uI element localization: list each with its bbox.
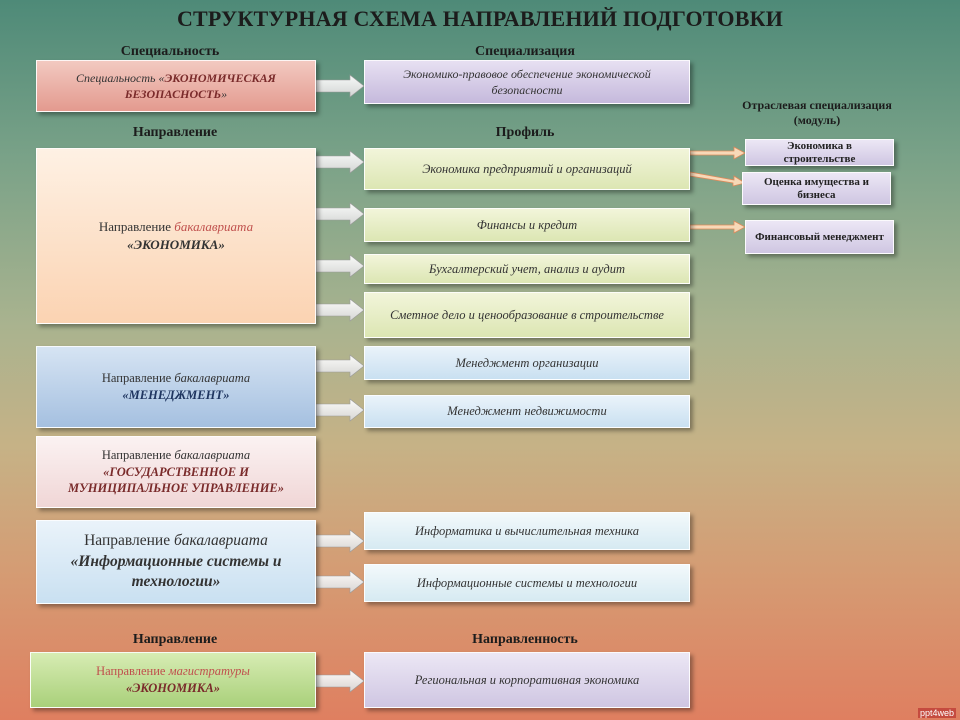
arrow-specialty <box>315 74 365 98</box>
header-orientation: Направленность <box>472 632 578 647</box>
page-title: СТРУКТУРНАЯ СХЕМА НАПРАВЛЕНИЙ ПОДГОТОВКИ <box>176 6 784 31</box>
profile-box: Финансы и кредит <box>364 208 690 242</box>
watermark: ppt4web <box>917 708 956 718</box>
arrow-econ-4 <box>315 298 365 322</box>
header-specialty: Специальность <box>120 44 220 59</box>
direction-name: «ГОСУДАРСТВЕННОЕ И МУНИЦИПАЛЬНОЕ УПРАВЛЕ… <box>67 464 285 496</box>
module-box: Оценка имущества и бизнеса <box>742 172 891 205</box>
arrow-econ-3 <box>315 254 365 278</box>
arrow-mgmt-1 <box>315 354 365 378</box>
specialty-text: Специальность «ЭКОНОМИЧЕСКАЯ БЕЗОПАСНОСТ… <box>45 70 307 102</box>
direction-is-box: Направление бакалавриата «Информационные… <box>36 520 316 604</box>
direction-level: бакалавриата <box>174 219 254 235</box>
specialty-box: Специальность «ЭКОНОМИЧЕСКАЯ БЕЗОПАСНОСТ… <box>36 60 316 112</box>
direction-state-text: Направление бакалавриата «ГОСУДАРСТВЕННО… <box>45 447 307 498</box>
specialty-prefix: Специальность « <box>76 70 165 85</box>
direction-state-box: Направление бакалавриата «ГОСУДАРСТВЕННО… <box>36 436 316 508</box>
arrow-it-2 <box>315 570 365 594</box>
direction-name: «Информационные системы и технологии» <box>70 552 282 591</box>
profile-box: Менеджмент организации <box>364 346 690 380</box>
direction-prefix: Направление <box>101 447 175 462</box>
arrow-module-3 <box>689 220 746 234</box>
direction-economics-box: Направление бакалавриата «ЭКОНОМИКА» <box>36 148 316 324</box>
orientation-box: Региональная и корпоративная экономика <box>364 652 690 708</box>
header-industry-spec: Отраслевая специализация (модуль) <box>722 98 912 128</box>
direction-master-box: Направление магистратуры «ЭКОНОМИКА» <box>30 652 316 708</box>
profile-box: Информационные системы и технологии <box>364 564 690 602</box>
arrow-module-1 <box>689 146 746 160</box>
header-industry-spec-text: Отраслевая специализация <box>742 98 892 112</box>
direction-is-text: Направление бакалавриата «Информационные… <box>45 531 307 594</box>
arrow-econ-2 <box>315 202 365 226</box>
direction-management-text: Направление бакалавриата «МЕНЕДЖМЕНТ» <box>102 370 250 404</box>
direction-level: бакалавриата <box>173 531 268 549</box>
profile-box: Информатика и вычислительная техника <box>364 512 690 550</box>
direction-name: «ЭКОНОМИКА» <box>126 681 220 695</box>
arrow-master <box>315 669 365 693</box>
arrow-mgmt-2 <box>315 398 365 422</box>
header-specialization: Специализация <box>475 44 575 59</box>
direction-level: бакалавриата <box>174 447 251 462</box>
direction-master-text: Направление магистратуры «ЭКОНОМИКА» <box>96 663 250 697</box>
header-direction-master: Направление <box>132 632 218 647</box>
header-profile: Профиль <box>495 125 555 140</box>
header-module-text: (модуль) <box>793 113 841 127</box>
direction-prefix: Направление <box>101 371 175 386</box>
profile-box: Экономика предприятий и организаций <box>364 148 690 190</box>
direction-prefix: Направление <box>96 664 169 679</box>
profile-box: Бухгалтерский учет, анализ и аудит <box>364 254 690 284</box>
profile-box: Сметное дело и ценообразование в строите… <box>364 292 690 338</box>
arrow-module-2 <box>689 171 747 187</box>
specialization-box: Экономико-правовое обеспечение экономиче… <box>364 60 690 104</box>
module-box: Экономика в строительстве <box>745 139 894 166</box>
arrow-it-1 <box>315 529 365 553</box>
direction-management-box: Направление бакалавриата «МЕНЕДЖМЕНТ» <box>36 346 316 428</box>
module-box: Финансовый менеджмент <box>745 220 894 254</box>
header-direction: Направление <box>132 125 218 140</box>
direction-name: «ЭКОНОМИКА» <box>127 237 225 252</box>
direction-name: «МЕНЕДЖМЕНТ» <box>122 388 230 402</box>
profile-box: Менеджмент недвижимости <box>364 395 690 428</box>
direction-prefix: Направление <box>84 531 174 549</box>
direction-level: бакалавриата <box>174 371 251 386</box>
direction-prefix: Направление <box>98 219 175 235</box>
specialty-name: ЭКОНОМИЧЕСКАЯ БЕЗОПАСНОСТЬ <box>124 70 276 101</box>
specialty-suffix: » <box>221 87 228 101</box>
direction-economics-text: Направление бакалавриата «ЭКОНОМИКА» <box>99 218 253 253</box>
direction-level: магистратуры <box>168 664 250 679</box>
arrow-econ-1 <box>315 150 365 174</box>
